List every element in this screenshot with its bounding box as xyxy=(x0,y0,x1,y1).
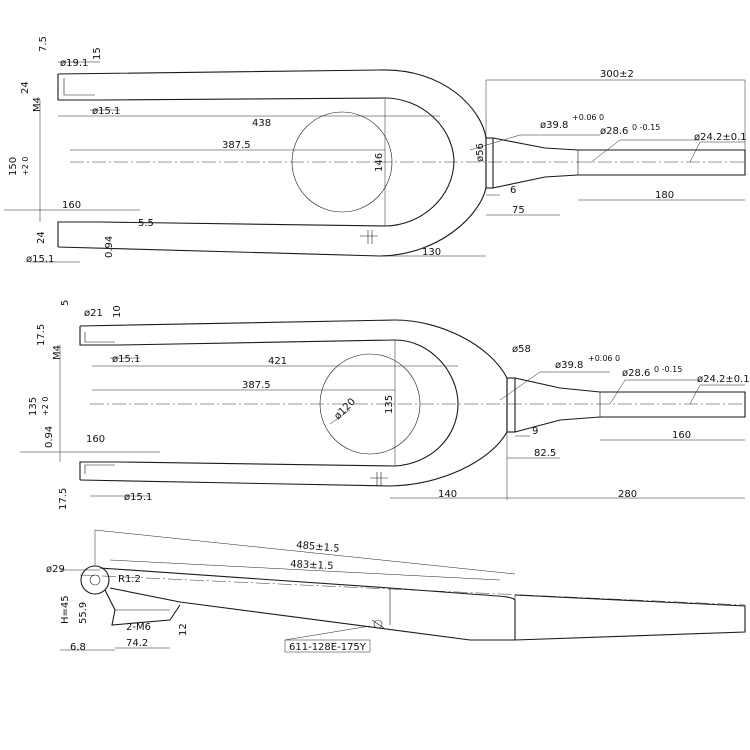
top-dia-hole-b: ø15.1 xyxy=(26,254,54,265)
top-dia-286-tol: 0 -0.15 xyxy=(632,123,660,132)
top-fork-outline-outer xyxy=(57,69,487,257)
mid-h135-tol: +2 0 xyxy=(41,397,50,416)
mid-h135: 135 xyxy=(384,395,395,414)
mid-m4: M4 xyxy=(52,345,63,360)
top-dia-286: ø28.6 xyxy=(600,126,628,137)
top-len-3875: 387.5 xyxy=(222,140,251,151)
top-dia-hole-a: ø15.1 xyxy=(92,106,120,117)
side-len-742: 74.2 xyxy=(126,638,148,649)
middle-view: 5 ø21 10 17.5 M4 ø15.1 421 387.5 ø120 13… xyxy=(20,300,750,510)
mid-t094: 0.94 xyxy=(44,426,55,448)
side-view: 485±1.5 483±1.5 ø29 R1.2 H=45 55.9 2-M6 … xyxy=(46,529,746,653)
top-h150-tol: +2 0 xyxy=(21,157,30,176)
mid-steerer xyxy=(514,377,746,433)
mid-len-421: 421 xyxy=(268,356,287,367)
top-len-438: 438 xyxy=(252,118,271,129)
top-steerer xyxy=(492,137,746,189)
mid-dia-151b: ø15.1 xyxy=(124,492,152,503)
side-len-485: 485±1.5 xyxy=(296,540,340,555)
mid-t175b: 17.5 xyxy=(58,488,69,510)
top-t24a: 24 xyxy=(20,81,31,94)
side-m6: 2-M6 xyxy=(126,622,151,633)
side-dia-29: ø29 xyxy=(46,564,65,575)
mid-len-160b: 160 xyxy=(672,430,691,441)
top-dia-tip: ø19.1 xyxy=(60,58,88,69)
mid-dia-398-tol: +0.06 0 xyxy=(588,354,620,363)
side-bolt-mark xyxy=(371,619,385,629)
side-blade xyxy=(99,567,516,641)
mid-dia-120: ø120 xyxy=(332,397,358,423)
mid-len-140: 140 xyxy=(438,489,457,500)
top-dia-242: ø24.2±0.1 xyxy=(694,132,747,143)
top-dia-398: ø39.8 xyxy=(540,120,568,131)
side-r12: R1.2 xyxy=(118,574,141,585)
mid-len-825: 82.5 xyxy=(534,448,556,459)
top-len-75: 75 xyxy=(512,205,525,216)
top-h150: 150 xyxy=(8,157,19,176)
mid-len-9: 9 xyxy=(532,426,538,437)
top-dia-398-tol: +0.06 0 xyxy=(572,113,604,122)
side-h559: 55.9 xyxy=(78,602,89,624)
top-t094: 0.94 xyxy=(104,236,115,258)
mid-dia-286-tol: 0 -0.15 xyxy=(654,365,682,374)
mid-len-160a: 160 xyxy=(86,434,105,445)
mid-dia-242: ø24.2±0.1 xyxy=(697,374,750,385)
mid-len-3875: 387.5 xyxy=(242,380,271,391)
mid-dia-286: ø28.6 xyxy=(622,368,650,379)
top-len-160: 160 xyxy=(62,200,81,211)
mid-clearance-circle xyxy=(319,353,421,455)
mid-h135-left: 135 xyxy=(28,397,39,416)
mid-t5: 5 xyxy=(60,300,71,306)
side-len-12: 12 xyxy=(178,623,189,636)
top-len-6: 6 xyxy=(510,185,516,196)
top-t55: 5.5 xyxy=(138,218,154,229)
top-fork-outline-inner xyxy=(99,97,455,227)
top-clearance-circle xyxy=(291,111,393,213)
top-dia-56: ø56 xyxy=(475,143,486,162)
mid-t175a: 17.5 xyxy=(36,324,47,346)
top-t75: 7.5 xyxy=(38,36,49,52)
top-len-180: 180 xyxy=(655,190,674,201)
side-h45: H=45 xyxy=(60,595,71,624)
top-t15: 15 xyxy=(92,47,103,60)
side-part-number: 611-128E-175Y xyxy=(289,642,367,653)
mid-fork-outline-inner xyxy=(119,339,459,467)
mid-dia-21: ø21 xyxy=(84,308,103,319)
mid-dia-151a: ø15.1 xyxy=(112,354,140,365)
top-m4: M4 xyxy=(32,97,43,112)
side-steerer xyxy=(514,594,746,641)
side-len-483: 483±1.5 xyxy=(290,559,334,572)
top-len-300: 300±2 xyxy=(600,69,634,80)
mid-dia-58: ø58 xyxy=(512,344,531,355)
top-view: ø19.1 15 7.5 24 M4 ø15.1 438 387.5 146 1… xyxy=(4,36,747,265)
mid-dia-398: ø39.8 xyxy=(555,360,583,371)
top-h146: 146 xyxy=(374,153,385,172)
mid-t10: 10 xyxy=(112,305,123,318)
top-t24b: 24 xyxy=(36,231,47,244)
top-len-130: 130 xyxy=(422,247,441,258)
side-len-68: 6.8 xyxy=(70,642,86,653)
mid-len-280: 280 xyxy=(618,489,637,500)
